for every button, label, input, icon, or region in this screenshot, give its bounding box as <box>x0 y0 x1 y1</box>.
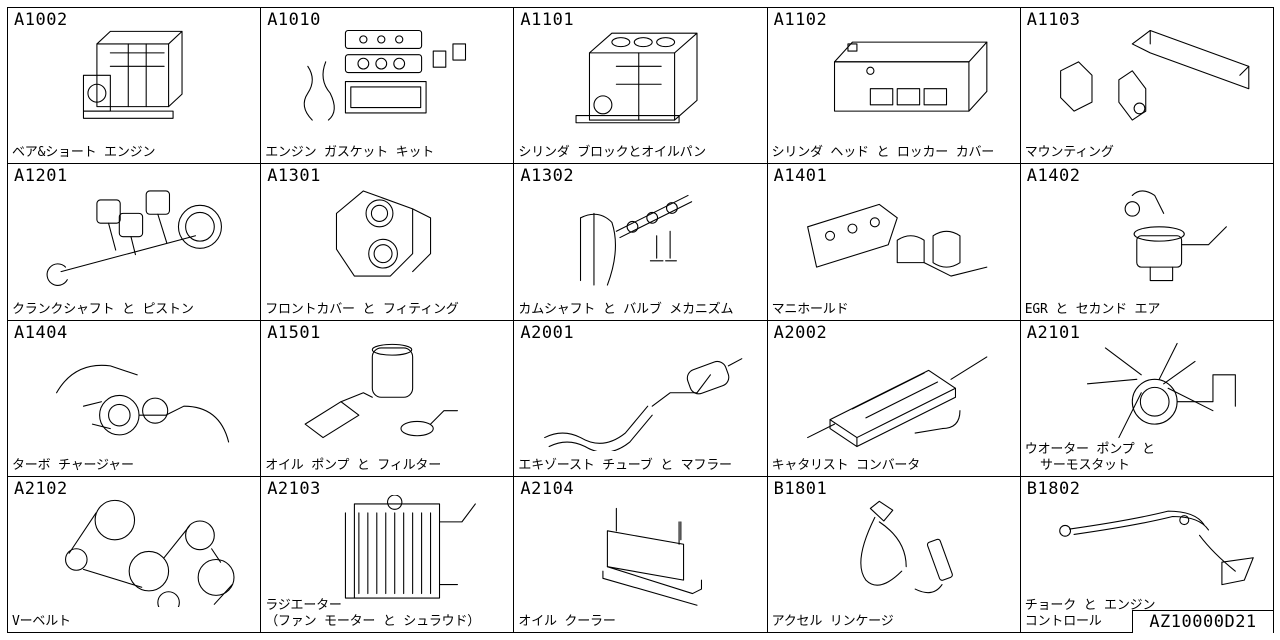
oil-cooler-icon <box>514 495 766 607</box>
part-code: A1010 <box>267 10 321 30</box>
front-cover-icon <box>261 182 513 294</box>
oil-pump-filter-icon <box>261 339 513 451</box>
part-code: A2101 <box>1026 322 1081 343</box>
radiator-icon <box>261 494 513 607</box>
part-code: A1301 <box>267 166 321 187</box>
part-cell-a2002[interactable]: A2002 キャタリスト コンバータ <box>767 320 1021 477</box>
part-cell-a1501[interactable]: A1501 オイル ポンプ と フィルター <box>261 320 515 477</box>
part-code: A1102 <box>773 10 828 30</box>
accelerator-linkage-icon <box>768 495 1020 607</box>
part-caption: マニホールド <box>771 301 849 317</box>
part-code: A1401 <box>773 166 828 187</box>
part-code: A1101 <box>520 10 575 30</box>
part-caption: ベア&ショート エンジン <box>12 145 156 161</box>
cylinder-block-icon <box>514 26 766 138</box>
part-cell-a1201[interactable]: A1201 クランクシャフト と ピストン <box>8 164 262 321</box>
part-caption: オイル クーラー <box>518 614 616 629</box>
part-caption: アクセル リンケージ <box>771 614 894 629</box>
part-cell-a2001[interactable]: A2001 エキゾースト チューブ と マフラー <box>514 320 768 477</box>
part-caption: エキゾースト チューブ と マフラー <box>518 457 732 473</box>
part-caption: チョーク と エンジン コントロール <box>1024 598 1156 629</box>
part-code: A2103 <box>267 478 321 499</box>
part-caption: ターボ チャージャー <box>12 457 134 473</box>
part-caption: ラジエーター （ファン モーター と シュラウド） <box>265 598 481 629</box>
part-cell-a2103[interactable]: A2103 ラジエーター （ファン モーター と シュラウド） <box>261 476 515 633</box>
part-cell-a1103[interactable]: A1103 マウンティング <box>1020 8 1274 165</box>
part-caption: キャタリスト コンバータ <box>771 457 921 473</box>
part-cell-a1401[interactable]: A1401 マニホールド <box>767 164 1021 321</box>
part-caption: シリンダ ヘッド と ロッカー カバー <box>771 145 995 161</box>
part-caption: マウンティング <box>1024 145 1114 161</box>
choke-cable-icon <box>1021 495 1273 607</box>
part-cell-a1404[interactable]: A1404 ターボ チャージャー <box>8 320 262 477</box>
v-belt-icon <box>8 495 260 607</box>
part-code: B1801 <box>773 478 828 499</box>
short-engine-block-icon <box>8 26 260 138</box>
part-caption: ウオーター ポンプ と サーモスタット <box>1024 441 1155 473</box>
part-cell-a2101[interactable]: A2101 ウオーター ポンプ と サーモスタット <box>1020 320 1274 477</box>
part-code: A1302 <box>520 166 575 187</box>
part-caption: EGR と セカンド エア <box>1024 301 1161 317</box>
part-cell-a1010[interactable]: A1010 エンジン ガスケット キット <box>261 8 515 165</box>
document-id: AZ10000D21 <box>1132 610 1273 633</box>
part-code: A2104 <box>520 478 575 499</box>
water-pump-icon <box>1021 339 1273 451</box>
gasket-kit-icon <box>261 26 513 138</box>
camshaft-valve-icon <box>514 182 766 294</box>
catalytic-converter-icon <box>768 339 1020 451</box>
part-code: A1103 <box>1026 10 1081 30</box>
part-caption: クランクシャフト と ピストン <box>12 301 194 317</box>
part-cell-a2104[interactable]: A2104 オイル クーラー <box>514 476 768 633</box>
part-code: A2102 <box>14 478 68 499</box>
exhaust-muffler-icon <box>514 339 766 451</box>
part-caption: フロントカバー と フィティング <box>265 301 459 317</box>
part-cell-b1802[interactable]: B1802 チョーク と エンジン コントロール <box>1020 476 1274 633</box>
crankshaft-piston-icon <box>8 182 260 294</box>
turbocharger-icon <box>8 339 260 451</box>
part-code: B1802 <box>1026 478 1081 499</box>
part-cell-b1801[interactable]: B1801 アクセル リンケージ <box>767 476 1021 633</box>
engine-mount-icon <box>1021 26 1273 138</box>
part-code: A1402 <box>1026 166 1081 187</box>
part-cell-a1301[interactable]: A1301 フロントカバー と フィティング <box>261 164 515 321</box>
part-cell-a1002[interactable]: A1002 ベア&ショート エンジン <box>8 8 262 165</box>
part-cell-a1302[interactable]: A1302 カムシャフト と バルブ メカニズム <box>514 164 768 321</box>
manifold-icon <box>768 182 1020 294</box>
egr-valve-icon <box>1021 182 1273 294</box>
part-code: A1404 <box>14 322 68 343</box>
part-caption: シリンダ ブロックとオイルパン <box>518 145 706 161</box>
part-cell-a1102[interactable]: A1102 シリンダ ヘッド と ロッカー カバー <box>767 8 1021 165</box>
part-code: A2001 <box>520 322 575 343</box>
part-code: A1201 <box>14 166 68 187</box>
part-code: A2002 <box>773 322 828 343</box>
parts-index-grid: A1002 ベア&ショート エンジン A1010 エンジン ガスケット キット A110… <box>7 7 1274 633</box>
part-caption: Vーベルト <box>12 614 71 629</box>
part-code: A1501 <box>267 322 321 343</box>
part-caption: エンジン ガスケット キット <box>265 145 435 161</box>
part-caption: カムシャフト と バルブ メカニズム <box>518 301 734 317</box>
part-code: A1002 <box>14 10 68 30</box>
part-caption: オイル ポンプ と フィルター <box>265 457 442 473</box>
part-cell-a1101[interactable]: A1101 シリンダ ブロックとオイルパン <box>514 8 768 165</box>
cylinder-head-icon <box>768 26 1020 138</box>
